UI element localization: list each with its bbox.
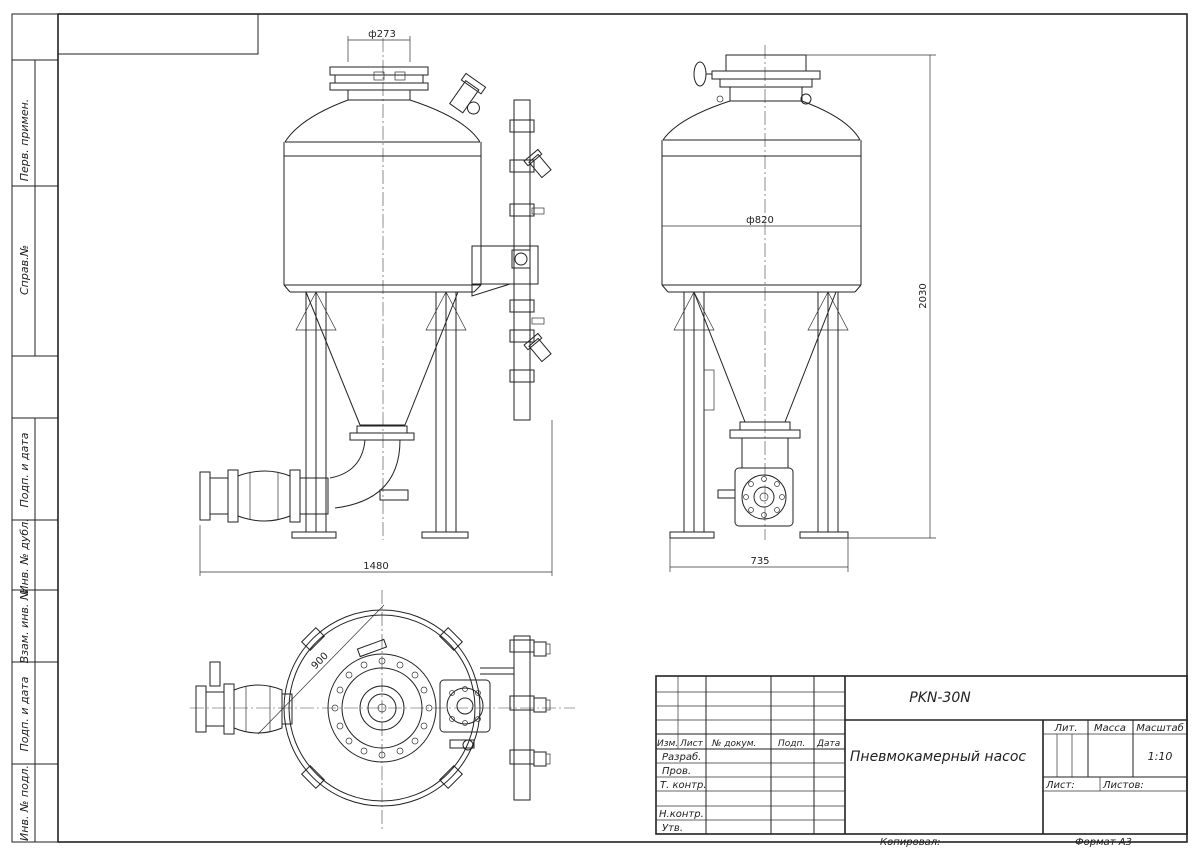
- col-izm: Изм.: [657, 739, 678, 749]
- stamp-perv-primen: Перв. примен.: [18, 99, 31, 182]
- col-lit: Лит.: [1053, 723, 1077, 734]
- designation: PKN-30N: [909, 690, 971, 706]
- dim-width-side: 735: [750, 556, 769, 567]
- dim-body-diameter: ф820: [746, 215, 774, 226]
- col-data: Дата: [816, 739, 840, 749]
- stamp-vzam-inv: Взам. инв. №: [18, 589, 31, 664]
- sheets-total-label: Листов:: [1102, 780, 1144, 791]
- col-list: Лист: [679, 739, 704, 749]
- stamp-sprav-no: Справ.№: [18, 245, 31, 295]
- row-t-kontr: Т. контр.: [660, 780, 707, 791]
- col-masshtab: Масштаб: [1136, 722, 1184, 734]
- front-view: ф273 1480: [199, 29, 553, 576]
- sheet-label: Лист:: [1045, 780, 1075, 791]
- col-massa: Масса: [1094, 723, 1126, 734]
- row-utv: Утв.: [662, 823, 683, 834]
- stamp-inv-dubl: Инв. № дубл.: [18, 518, 31, 593]
- kopiroval-label: Копировал:: [880, 837, 941, 848]
- dim-width-front: 1480: [363, 561, 388, 572]
- stamp-inv-podl: Инв. № подл.: [18, 765, 31, 841]
- drawing-name: Пневмокамерный насос: [850, 749, 1027, 765]
- dim-top-flange: ф273: [368, 29, 396, 40]
- row-razrab: Разраб.: [662, 751, 701, 763]
- stamp-podp-data-1: Подп. и дата: [18, 432, 31, 507]
- scale-value: 1:10: [1148, 750, 1173, 763]
- stamp-podp-data-2: Подп. и дата: [18, 676, 31, 751]
- col-podp: Подп.: [778, 739, 805, 749]
- side-view: ф820 2030 735: [661, 45, 936, 572]
- row-prov: Пров.: [662, 766, 691, 777]
- plan-view: 900: [190, 590, 575, 830]
- title-block: PKN-30N Пневмокамерный насос Изм. Лист №…: [655, 675, 1188, 848]
- col-doc: № докум.: [711, 739, 756, 749]
- side-stamp: Перв. примен. Справ.№ Подп. и дата Инв. …: [11, 59, 59, 843]
- row-n-kontr: Н.контр.: [659, 809, 704, 820]
- dim-height: 2030: [918, 283, 929, 308]
- dim-plan-diameter: 900: [310, 651, 331, 672]
- format-label: Формат А3: [1075, 837, 1132, 848]
- sheet-frame: [11, 13, 1188, 843]
